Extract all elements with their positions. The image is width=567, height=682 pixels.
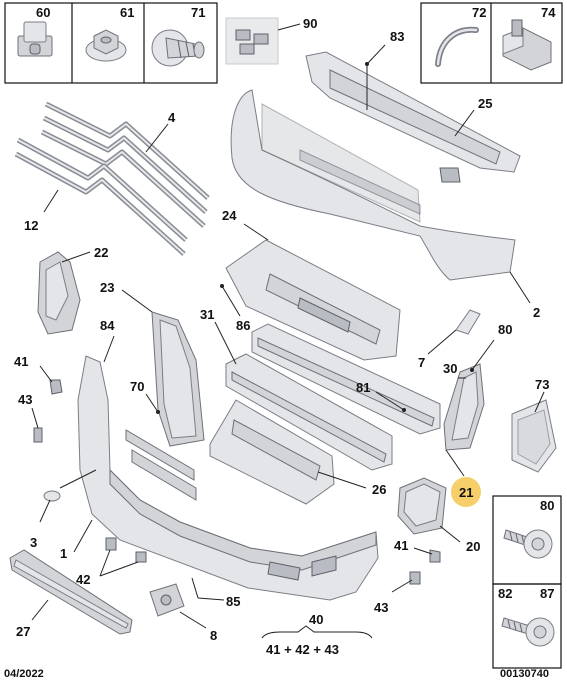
diagram-date: 04/2022 bbox=[4, 668, 44, 680]
part-71-push-clip bbox=[151, 29, 205, 67]
callout-22: 22 bbox=[94, 245, 108, 260]
top-right-box-group bbox=[420, 2, 563, 84]
callout-84: 84 bbox=[100, 318, 115, 333]
callout-3: 3 bbox=[30, 535, 37, 550]
part-7-tow-cap bbox=[427, 309, 481, 355]
callout-26: 26 bbox=[372, 482, 386, 497]
assembly-bracket bbox=[261, 625, 373, 639]
callout-60: 60 bbox=[36, 5, 50, 20]
callout-72: 72 bbox=[472, 5, 486, 20]
callout-21: 21 bbox=[459, 485, 473, 500]
callout-24: 24 bbox=[222, 208, 237, 223]
part-30-bracket bbox=[443, 339, 495, 451]
highlight-marker bbox=[451, 477, 481, 507]
top-left-box-frame bbox=[4, 2, 218, 84]
callout-labels: 60 61 71 72 74 90 83 4 25 12 24 2 22 23 … bbox=[4, 5, 556, 680]
callout-41: 41 bbox=[14, 354, 28, 369]
callout-80: 80 bbox=[498, 322, 512, 337]
callout-43b: 43 bbox=[374, 600, 388, 615]
callout-box-87: 87 bbox=[540, 586, 554, 601]
part-22-side-bracket bbox=[37, 251, 91, 335]
part-74-bracket bbox=[502, 19, 552, 71]
part-8-tow-cover bbox=[149, 583, 207, 629]
part-90-connector bbox=[225, 17, 301, 65]
callout-73: 73 bbox=[535, 377, 549, 392]
callout-4: 4 bbox=[168, 110, 176, 125]
callout-43: 43 bbox=[18, 392, 32, 407]
part-26-lower-undertray bbox=[209, 399, 367, 505]
assembly-number: 40 bbox=[309, 612, 323, 627]
callout-61: 61 bbox=[120, 5, 134, 20]
callout-31: 31 bbox=[200, 307, 214, 322]
callout-41b: 41 bbox=[394, 538, 408, 553]
part-61-nut bbox=[85, 29, 127, 62]
part-1-lower-bumper bbox=[59, 335, 379, 601]
callout-23: 23 bbox=[100, 280, 114, 295]
callout-7: 7 bbox=[418, 355, 425, 370]
callout-box-82: 82 bbox=[498, 586, 512, 601]
callout-2: 2 bbox=[533, 305, 540, 320]
assembly-formula: 41 + 42 + 43 bbox=[266, 642, 339, 657]
part-25-upper-beam bbox=[305, 44, 521, 183]
callout-30: 30 bbox=[443, 361, 457, 376]
callout-25: 25 bbox=[478, 96, 492, 111]
callout-20: 20 bbox=[466, 539, 480, 554]
part-73-bracket bbox=[511, 391, 557, 473]
callout-71: 71 bbox=[191, 5, 205, 20]
top-left-box-group bbox=[4, 2, 218, 84]
screw-80 bbox=[503, 529, 553, 559]
callout-box-80: 80 bbox=[540, 498, 554, 513]
callout-81: 81 bbox=[356, 380, 370, 395]
part-60-clip bbox=[17, 21, 53, 57]
clip-group-left bbox=[31, 365, 147, 577]
callout-90: 90 bbox=[303, 16, 317, 31]
part-2-bumper-cover bbox=[230, 89, 531, 304]
part-12-lower-grille bbox=[14, 137, 188, 256]
screw-82-87 bbox=[501, 617, 555, 647]
callout-1: 1 bbox=[60, 546, 67, 561]
callout-8: 8 bbox=[210, 628, 217, 643]
fastener-box-bottom-frame bbox=[492, 583, 562, 669]
callout-27: 27 bbox=[16, 624, 30, 639]
part-27-lower-strip bbox=[9, 549, 133, 635]
diagram-reference: 00130740 bbox=[500, 668, 549, 680]
callout-85: 85 bbox=[226, 594, 240, 609]
part-23-side-bracket bbox=[121, 289, 205, 447]
part-21-bracket bbox=[397, 449, 481, 543]
fastener-box-group bbox=[492, 495, 562, 669]
part-31-impact-beam bbox=[214, 321, 441, 471]
callout-74: 74 bbox=[541, 5, 556, 20]
part-24-undertray bbox=[220, 223, 401, 361]
callout-12: 12 bbox=[24, 218, 38, 233]
callout-70: 70 bbox=[130, 379, 144, 394]
callout-83: 83 bbox=[390, 29, 404, 44]
clip-group-right bbox=[391, 547, 441, 593]
callout-86: 86 bbox=[236, 318, 250, 333]
part-4-upper-grille bbox=[40, 101, 210, 228]
callout-42: 42 bbox=[76, 572, 90, 587]
